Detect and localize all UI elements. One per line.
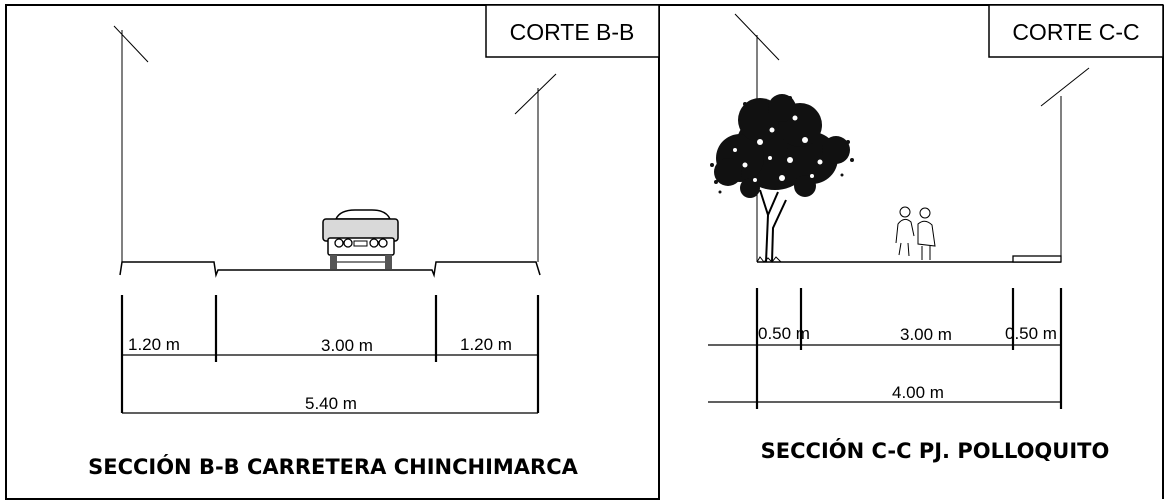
dim-c-c-sidewalk-left: 0.50 m xyxy=(758,324,810,343)
dim-c-c-sidewalk-right: 0.50 m xyxy=(1005,324,1057,343)
corte-c-c-tag-box xyxy=(988,4,1164,58)
dim-b-b-sidewalk-right: 1.20 m xyxy=(460,335,512,354)
dim-b-b-total: 5.40 m xyxy=(305,394,357,413)
car-icon xyxy=(322,209,399,269)
section-c-c-title: SECCIÓN C-C PJ. POLLOQUITO xyxy=(761,438,1110,463)
corte-c-c-label: CORTE C-C xyxy=(1012,19,1139,45)
dim-c-c-road: 3.00 m xyxy=(900,325,952,344)
curb-c-c xyxy=(1012,255,1062,263)
road-profile-b-b xyxy=(119,261,541,278)
corte-b-b-tag-box xyxy=(485,4,660,58)
section-b-b-title: SECCIÓN B-B CARRETERA CHINCHIMARCA xyxy=(88,454,579,479)
dim-b-b-sidewalk-left: 1.20 m xyxy=(128,335,180,354)
dim-c-c-total: 4.00 m xyxy=(892,383,944,402)
street-lamp-left xyxy=(113,25,149,262)
dimensions-c-c xyxy=(708,288,1063,409)
panel-b-b-border xyxy=(5,4,660,500)
section-c-c-panel: CORTE C-C xyxy=(659,4,1164,499)
section-b-b-panel: CORTE B-B xyxy=(5,4,660,500)
tree-icon xyxy=(710,94,854,263)
corte-b-b-label: CORTE B-B xyxy=(510,19,635,45)
street-lamp-right xyxy=(1040,67,1090,262)
pedestrians-icon xyxy=(895,206,936,260)
dim-b-b-road: 3.00 m xyxy=(321,336,373,355)
dimensions-b-b xyxy=(120,295,540,414)
street-lamp-right xyxy=(514,73,557,262)
